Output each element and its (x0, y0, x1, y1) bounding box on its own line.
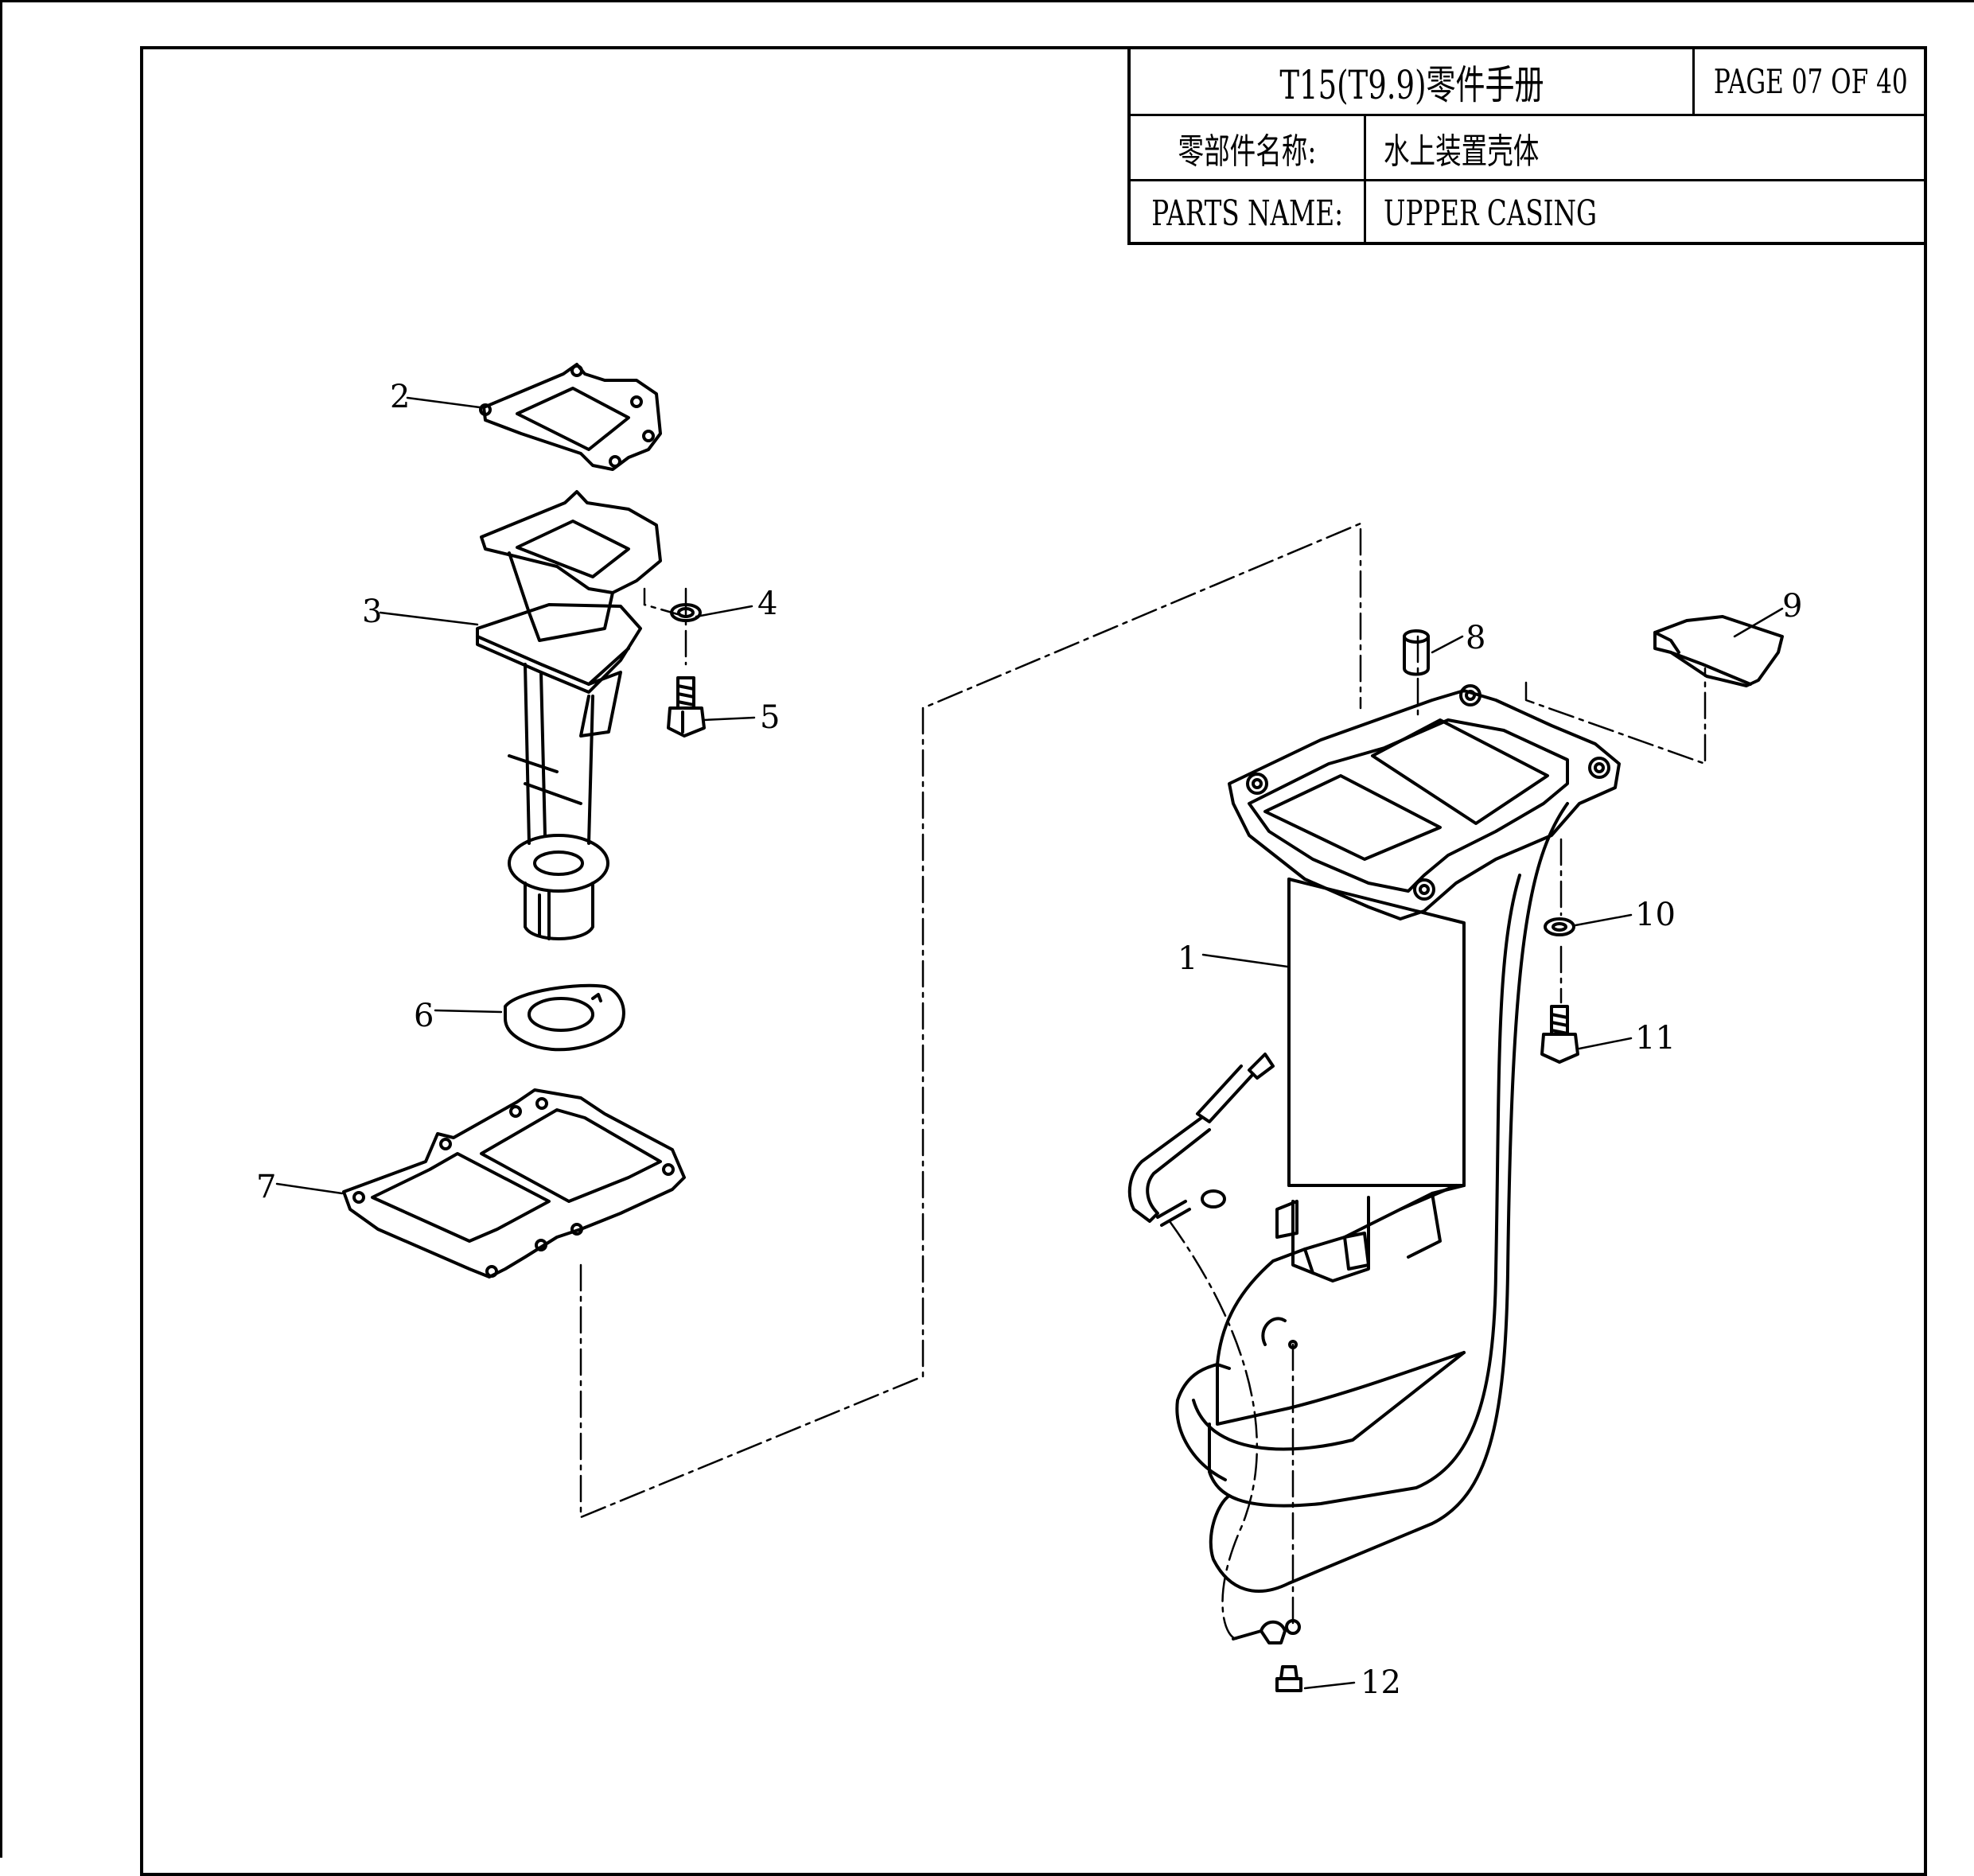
callout-9: 9 (1782, 588, 1802, 625)
leader-lines (275, 396, 1784, 1690)
page-edge-left (0, 0, 2, 1858)
parts-name-en-label: PARTS NAME: (1151, 193, 1343, 234)
assembly-line-left (579, 522, 1362, 1519)
callout-8: 8 (1466, 620, 1485, 656)
callout-6: 6 (414, 998, 434, 1034)
parts-name-cn-label-cell: 零部件名称: (1131, 116, 1366, 179)
parts-name-cn-label: 零部件名称: (1178, 130, 1317, 172)
page-number: PAGE 07 OF 40 (1714, 62, 1908, 101)
callout-2: 2 (390, 379, 410, 415)
callout-labels: 2 3 4 5 6 7 1 8 9 10 11 12 (256, 379, 1802, 1701)
parts-name-cn-row: 零部件名称: 水上装置壳体 (1131, 116, 1927, 181)
parts-name-cn-value: 水上装置壳体 (1384, 130, 1540, 172)
parts-name-cn-value-cell: 水上装置壳体 (1366, 116, 1927, 179)
callout-12: 12 (1361, 1664, 1401, 1701)
parts-name-en-row: PARTS NAME: UPPER CASING (1131, 181, 1927, 245)
part-8-dowel-pin (1403, 629, 1430, 676)
manual-title: T15(T9.9)零件手册 (1279, 61, 1544, 108)
page-edge-top (0, 0, 1974, 2)
part-5-bolt (667, 676, 706, 738)
ground-wire (1127, 1053, 1301, 1644)
manual-title-cell: T15(T9.9)零件手册 (1131, 49, 1695, 114)
parts-name-en-label-cell: PARTS NAME: (1131, 181, 1366, 245)
part-7-lower-gasket (342, 1088, 686, 1279)
part-11-bolt (1540, 1005, 1579, 1064)
part-9-cover-cap (1653, 615, 1784, 687)
part-3-exhaust-guide (476, 490, 662, 940)
parts-name-en-value-cell: UPPER CASING (1366, 181, 1927, 245)
part-4-washer (670, 603, 702, 622)
title-row: T15(T9.9)零件手册 PAGE 07 OF 40 (1131, 49, 1927, 116)
part-2-gasket (479, 363, 662, 471)
part-1-upper-casing (1175, 684, 1621, 1593)
callout-11: 11 (1635, 1020, 1676, 1057)
ground-wire-routing (1168, 1220, 1259, 1641)
callout-3: 3 (362, 594, 382, 630)
assembly-line-right (643, 587, 1707, 1625)
callout-5: 5 (760, 699, 780, 736)
callout-1: 1 (1178, 940, 1197, 977)
part-12-screw (1275, 1665, 1302, 1692)
callout-7: 7 (256, 1169, 276, 1205)
page-number-cell: PAGE 07 OF 40 (1695, 49, 1927, 114)
title-block: T15(T9.9)零件手册 PAGE 07 OF 40 零部件名称: 水上装置壳… (1127, 46, 1927, 245)
part-10-washer (1544, 917, 1575, 936)
parts-name-en-value: UPPER CASING (1384, 193, 1597, 234)
callout-4: 4 (757, 586, 777, 622)
callout-10: 10 (1635, 897, 1676, 933)
part-6-seal (504, 983, 625, 1052)
